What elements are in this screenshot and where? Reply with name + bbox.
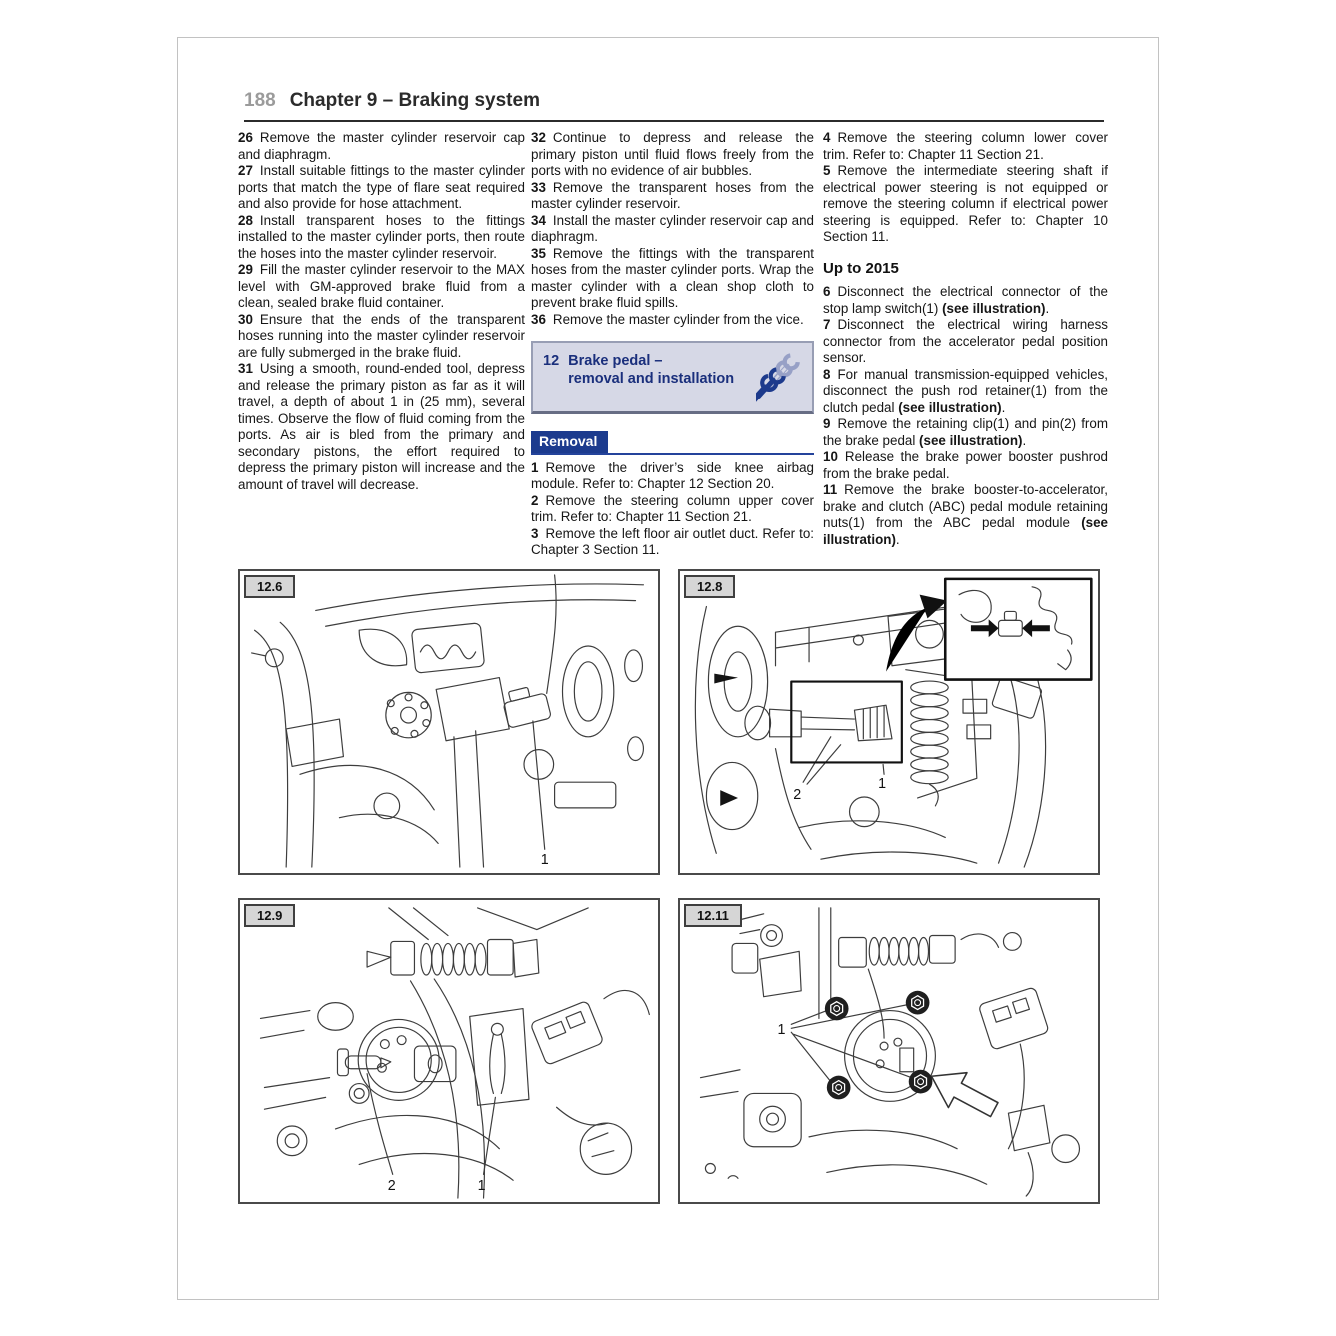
chapter-title: Chapter 9 – Braking system [289,90,540,111]
figure-12-8-line-art: 1 2 [694,577,1093,868]
removal-section-rule: Removal [531,431,814,455]
figure-12-11-callout-1: 1 [777,1022,785,1038]
figure-12-6: 1 12.6 [238,569,660,875]
section-12-heading-box: 12 Brake pedal – removal and installatio… [531,341,814,414]
page-header: 188 Chapter 9 – Braking system [244,90,540,112]
section-title: Brake pedal – removal and installation [568,353,735,387]
figure-12-6-callout-1: 1 [541,852,549,868]
figure-12-8-callout-1: 1 [878,776,886,792]
figure-12-8-callout-2: 2 [793,787,801,803]
figure-12-9: 1 2 12.9 [238,898,660,1204]
page-number: 188 [244,90,276,111]
figure-12-6-label: 12.6 [244,575,296,598]
figure-12-9-label: 12.9 [244,904,296,927]
figure-12-9-callout-2: 2 [388,1178,396,1194]
header-rule [244,120,1104,122]
figure-12-11-label: 12.11 [684,904,742,927]
figure-12-8-label: 12.8 [684,575,736,598]
figure-12-11: 1 12.11 [678,898,1100,1204]
figure-12-8: 1 2 12.8 [678,569,1100,875]
figure-12-11-line-art: 1 [699,907,1081,1197]
figure-12-6-line-art: 1 [251,574,645,868]
wrench-difficulty-icon [756,353,800,408]
figure-12-9-line-art: 1 2 [259,907,650,1199]
subheading-up-to-2015: Up to 2015 [823,259,899,277]
section-number: 12 [543,353,560,369]
removal-heading: Removal [531,431,609,453]
retaining-nuts [824,990,933,1100]
figure-12-9-callout-1: 1 [478,1178,486,1194]
